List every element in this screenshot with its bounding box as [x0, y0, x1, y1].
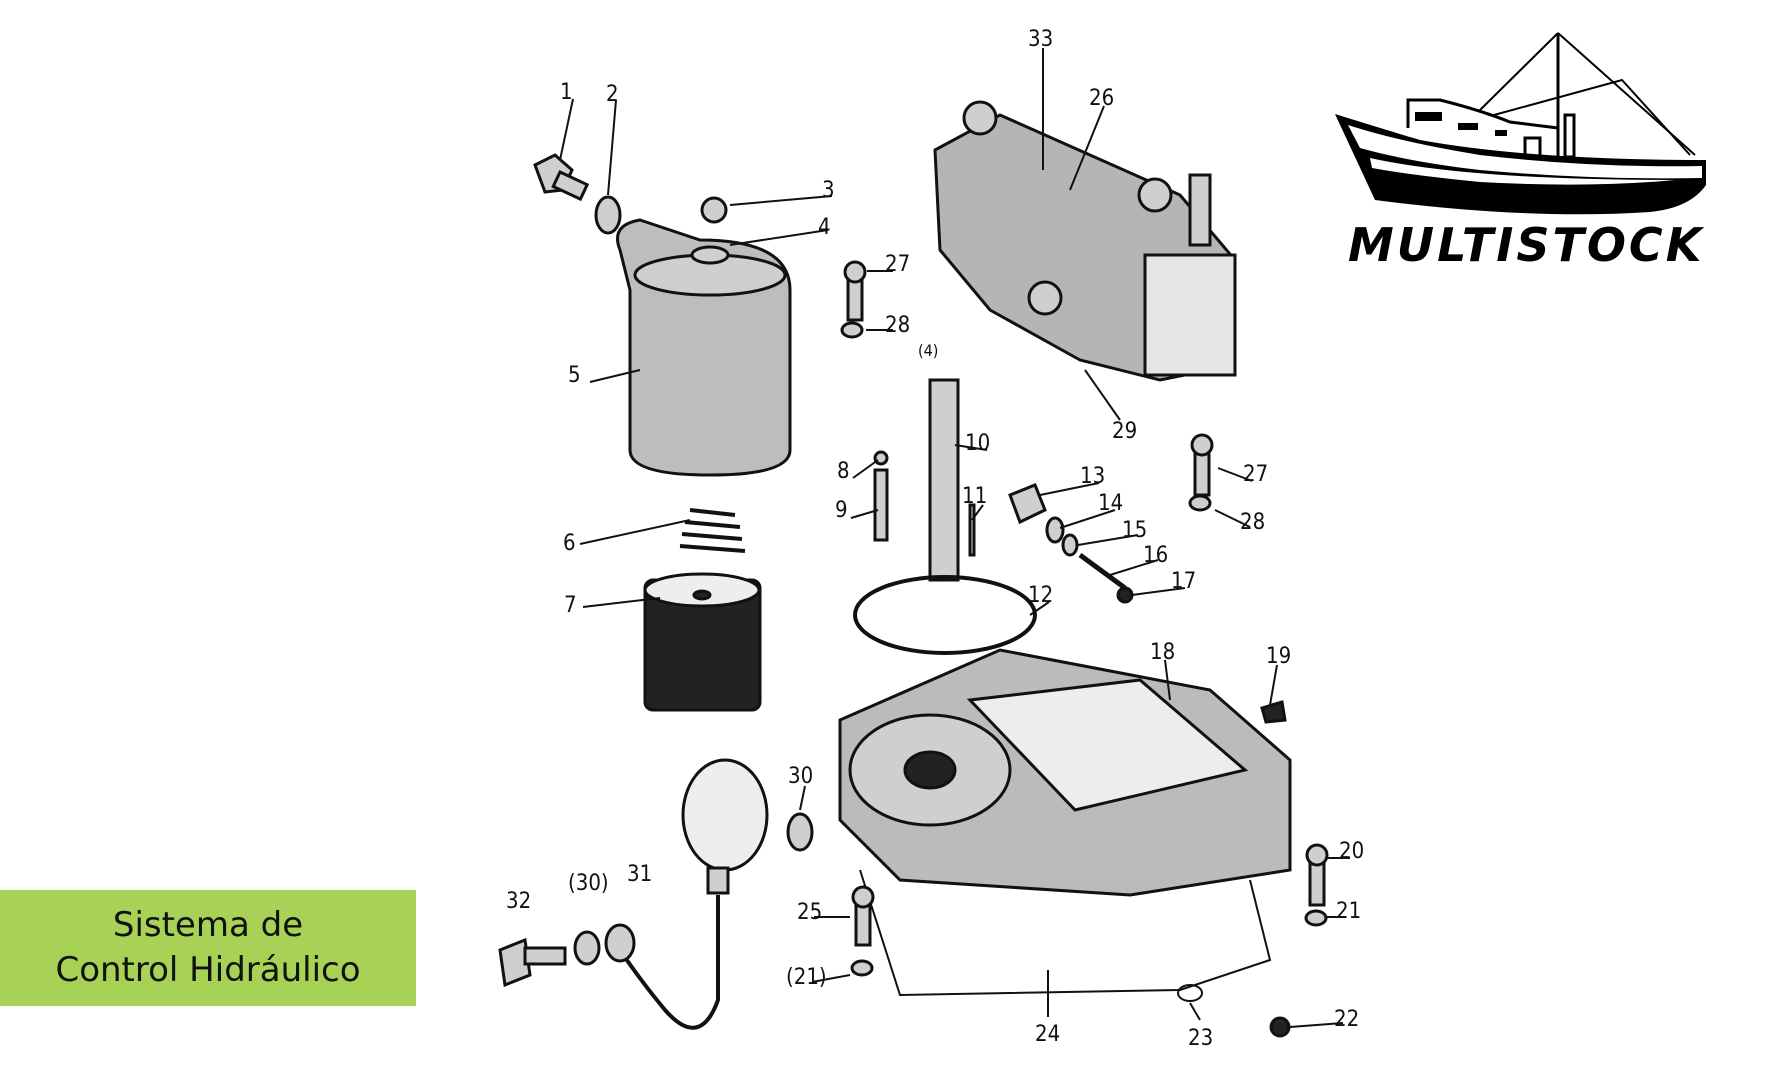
- callout-1: 1: [560, 80, 573, 105]
- boat-icon: [1335, 32, 1706, 215]
- callout-25: 25: [797, 900, 822, 925]
- callout-13: 13: [1080, 464, 1105, 489]
- callout-30-ref: (30): [568, 871, 609, 896]
- callout-23: 23: [1188, 1026, 1213, 1051]
- callout-31: 31: [627, 862, 652, 887]
- callout-6: 6: [563, 531, 576, 556]
- title-line-2: Control Hidráulico: [55, 950, 361, 990]
- multistock-logo: MULTISTOCK: [1330, 30, 1720, 275]
- callout-20: 20: [1339, 839, 1364, 864]
- relief-plug-parts: [1008, 483, 1134, 604]
- filter-housing: [616, 196, 792, 477]
- callout-8: 8: [837, 459, 850, 484]
- callout-7: 7: [564, 593, 577, 618]
- spring-part: [679, 508, 746, 553]
- filter-element: [643, 572, 762, 712]
- callout-21: 21: [1336, 899, 1361, 924]
- callout-24: 24: [1035, 1022, 1060, 1047]
- control-base: [838, 648, 1292, 997]
- small-bolts: [840, 260, 1329, 1038]
- leader-lines: [559, 48, 1350, 1028]
- callout-19: 19: [1266, 644, 1291, 669]
- part-callouts: 1 2 3 4 5 6 7 8 9 10 11 12 13 14 15 16 1…: [506, 27, 1364, 1051]
- callout-21-ref: (21): [786, 965, 827, 990]
- callout-33: 33: [1028, 27, 1053, 52]
- valve-body: [933, 100, 1237, 382]
- callout-29: 29: [1112, 419, 1137, 444]
- pressure-gauge: [498, 758, 814, 1030]
- callout-10: 10: [965, 431, 990, 456]
- callout-12: 12: [1028, 583, 1053, 608]
- callout-17: 17: [1171, 569, 1196, 594]
- callout-30: 30: [788, 764, 813, 789]
- callout-4-ref: (4): [918, 341, 938, 360]
- logo-brand-text: MULTISTOCK: [1348, 218, 1705, 272]
- callout-9: 9: [835, 498, 848, 523]
- callout-14: 14: [1098, 491, 1123, 516]
- callout-15: 15: [1122, 518, 1147, 543]
- title-line-1: Sistema de: [112, 905, 304, 945]
- callout-5: 5: [568, 363, 581, 388]
- callout-2: 2: [606, 82, 619, 107]
- callout-3: 3: [822, 178, 835, 203]
- callout-26: 26: [1089, 86, 1114, 111]
- callout-11: 11: [962, 484, 987, 509]
- callout-18: 18: [1150, 640, 1175, 665]
- spool-part: [853, 378, 1037, 655]
- callout-28-b: 28: [1240, 510, 1265, 535]
- callout-27: 27: [885, 252, 910, 277]
- bolt-part: [533, 153, 622, 235]
- callout-4: 4: [818, 215, 831, 240]
- callout-28: 28: [885, 313, 910, 338]
- callout-22: 22: [1334, 1007, 1359, 1032]
- callout-32: 32: [506, 889, 531, 914]
- callout-16: 16: [1143, 543, 1168, 568]
- callout-27-b: 27: [1243, 462, 1268, 487]
- page-title-banner: Sistema de Control Hidráulico: [0, 890, 416, 1006]
